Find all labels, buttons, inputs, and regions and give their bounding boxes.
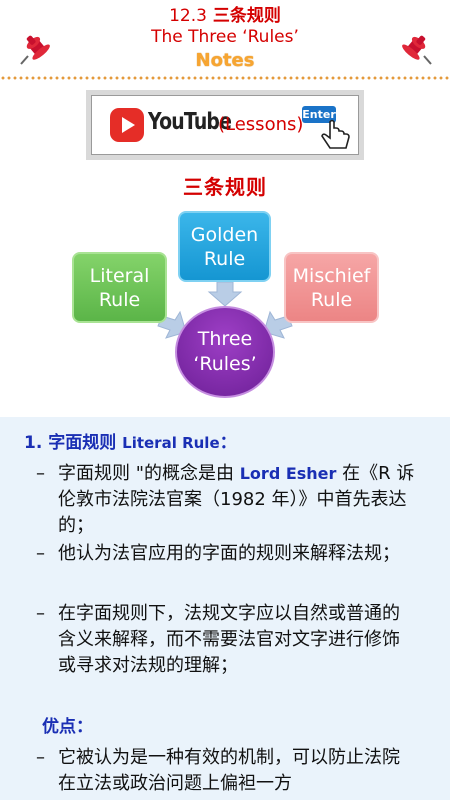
youtube-banner-inner: YouTube (Lessons) Enter <box>91 95 359 155</box>
mischief-rule-label-2: Rule <box>310 288 353 311</box>
mischief-rule-label-1: Mischief <box>292 264 371 287</box>
bullet-text: 它被认为是一种有效的机制，可以防止法院在立法或政治问题上偏袒一方 <box>58 747 400 794</box>
golden-rule-node: Golden Rule <box>178 211 271 282</box>
golden-rule-label-1: Golden <box>190 223 259 246</box>
three-rules-label-2: ‘Rules’ <box>193 353 257 375</box>
literal-rule-label-1: Literal <box>89 264 150 287</box>
advantages-heading: 优点： <box>42 717 93 737</box>
three-rules-node: Three ‘Rules’ <box>175 306 275 398</box>
golden-rule-label-2: Rule <box>203 247 246 270</box>
bullet-text: 他认为法官应用的字面的规则来解释法规； <box>58 543 400 564</box>
literal-rule-node: Literal Rule <box>72 252 167 323</box>
enter-button[interactable]: Enter <box>302 106 336 123</box>
section-subtitle: 三条规则 <box>183 175 267 199</box>
lessons-label: (Lessons) <box>218 114 304 135</box>
youtube-lessons-banner[interactable]: YouTube (Lessons) Enter <box>86 90 364 160</box>
mischief-rule-node: Mischief Rule <box>284 252 379 323</box>
lesson-title-en: The Three ‘Rules’ <box>151 27 299 47</box>
bullet-text-part: 字面规则 "的概念是由 <box>58 463 240 484</box>
literal-rule-heading: 1. 字面规则 Literal Rule： <box>24 428 237 453</box>
bullet-text-part: 在《R 诉伦敦市法院法官案（1982 年）》中首先表达的； <box>58 463 415 536</box>
bullet-dash: – <box>36 463 45 484</box>
bullet-item: – 在字面规则下，法规文字应以自然或普通的含义来解释，而不需要法官对文字进行修饰… <box>36 601 416 679</box>
bullet-item: – 他认为法官应用的字面的规则来解释法规； <box>36 541 416 567</box>
three-rules-label-1: Three <box>197 328 253 350</box>
bullet-item: – 它被认为是一种有效的机制，可以防止法院在立法或政治问题上偏袒一方 <box>36 745 416 797</box>
lord-esher-highlight: Lord Esher <box>239 464 337 483</box>
bullet-text: 字面规则 "的概念是由 Lord Esher 在《R 诉伦敦市法院法官案（198… <box>58 461 416 539</box>
heading-zh: 1. 字面规则 <box>24 433 117 453</box>
youtube-play-icon <box>110 108 144 142</box>
pushpin-icon <box>20 35 50 65</box>
bullet-item: – 字面规则 "的概念是由 Lord Esher 在《R 诉伦敦市法院法官案（1… <box>36 461 416 539</box>
lesson-number: 12.3 <box>169 6 207 26</box>
notes-panel <box>0 417 450 800</box>
literal-rule-label-2: Rule <box>98 288 141 311</box>
heading-colon: ： <box>219 433 237 453</box>
bullet-dash: – <box>36 747 45 768</box>
lesson-title-zh: 三条规则 <box>212 6 281 26</box>
heading-en: Literal Rule <box>122 434 220 452</box>
pointer-hand-icon <box>321 118 350 149</box>
bullet-text: 在字面规则下，法规文字应以自然或普通的含义来解释，而不需要法官对文字进行修饰或寻… <box>58 603 400 676</box>
dotted-divider <box>0 76 450 80</box>
notes-label: Notes <box>195 50 255 71</box>
bullet-dash: – <box>36 543 45 564</box>
bullet-dash: – <box>36 603 45 624</box>
youtube-wordmark: YouTube <box>148 109 232 135</box>
pushpin-icon <box>402 35 432 65</box>
